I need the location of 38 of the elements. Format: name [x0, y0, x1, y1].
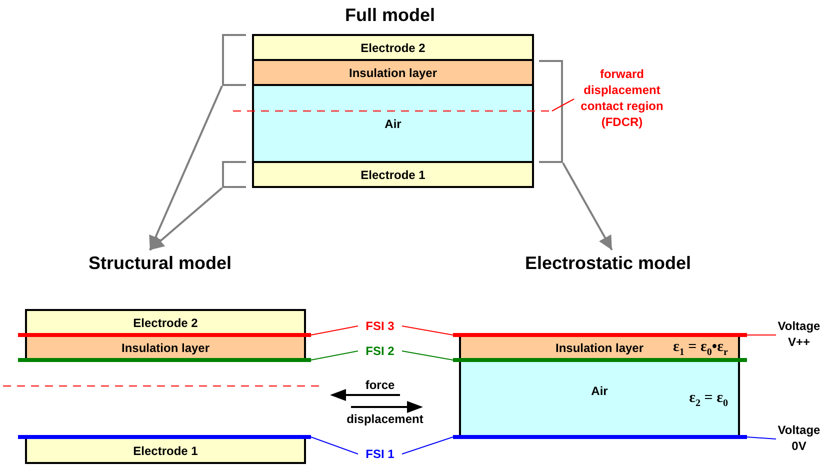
voltage-label: Voltage 0V: [776, 422, 822, 456]
leader-line: [746, 334, 776, 336]
leader-line: [310, 350, 358, 360]
air-layer: [459, 360, 740, 437]
permittivity-formula: ε$_{2}$ = ε$_{0}$: [689, 390, 728, 409]
layer-label: Air: [591, 384, 608, 398]
leader-line: [402, 326, 454, 336]
annotation-text: forward displacement contact region (FDCR): [574, 66, 670, 132]
electrode-layer: Electrode 1: [25, 437, 306, 464]
leader-line: [310, 436, 358, 454]
leader-line: [552, 98, 574, 112]
layer-label: Insulation layer: [555, 341, 644, 355]
leader-line: [402, 350, 454, 360]
bracket: [222, 161, 246, 188]
voltage-label: Voltage V++: [776, 318, 822, 352]
direction-label: displacement: [346, 411, 424, 427]
bracket: [539, 60, 563, 163]
interface-label: FSI 2: [358, 343, 402, 359]
leader-line: [746, 436, 776, 440]
arrow: [149, 86, 223, 250]
air-layer: Air: [252, 84, 534, 163]
leader-line: [402, 436, 454, 454]
direction-label: force: [364, 377, 396, 393]
arrow: [562, 162, 613, 250]
arrow: [149, 187, 223, 251]
insulation-layer: Insulation layer: [252, 59, 534, 86]
dashed-line: [3, 385, 322, 387]
interface-label: FSI 3: [358, 318, 402, 334]
permittivity-formula: ε$_{1}$ = ε$_{0}$•ε$_{r}$: [672, 338, 728, 358]
interface-label: FSI 1: [358, 446, 402, 462]
leader-line: [310, 326, 358, 336]
heading: Electrostatic model: [498, 250, 718, 278]
dashed-line: [233, 110, 552, 112]
heading: Full model: [290, 2, 490, 28]
electrode-layer: Electrode 2: [252, 34, 534, 61]
heading: Structural model: [55, 250, 265, 278]
electrode-layer: Electrode 1: [252, 161, 534, 188]
bracket: [222, 34, 246, 86]
